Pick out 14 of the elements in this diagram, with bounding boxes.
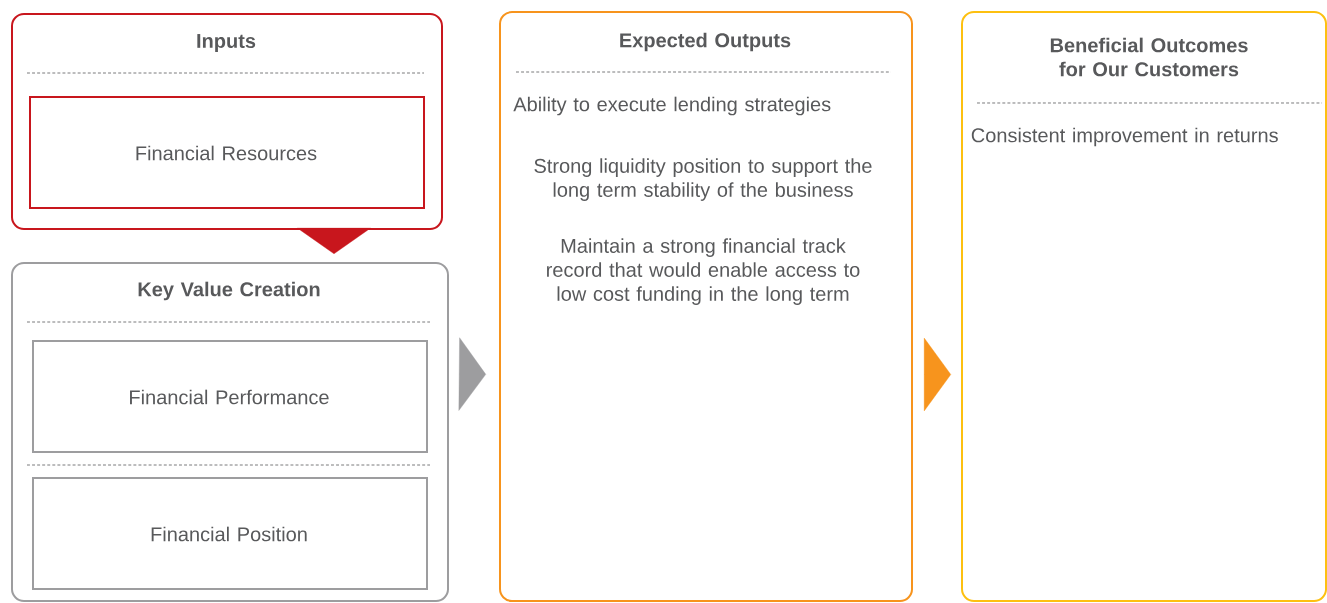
arrow	[297, 227, 371, 254]
box-label: Financial Position	[151, 526, 307, 542]
box-label: Financial Resources	[136, 145, 317, 161]
box-label: Financial Performance	[130, 389, 329, 405]
box-title: Key Value Creation	[138, 281, 320, 301]
arrow	[458, 337, 486, 411]
outcome-text: Maintain a strong financial track record that would enable access to low cost funding in the long term	[547, 238, 860, 305]
box-title: Inputs	[197, 34, 256, 52]
box-title: Beneficial Outcomes for Our Customers	[1050, 37, 1248, 77]
arrow	[923, 337, 951, 412]
outcome-text: Ability to execute lending strategies	[513, 96, 831, 116]
outcome-text: Strong liquidity position to support the long term stability of the business	[534, 158, 872, 201]
outcome-text: Consistent improvement in returns	[971, 127, 1278, 147]
box-title: Expected Outputs	[620, 32, 791, 52]
